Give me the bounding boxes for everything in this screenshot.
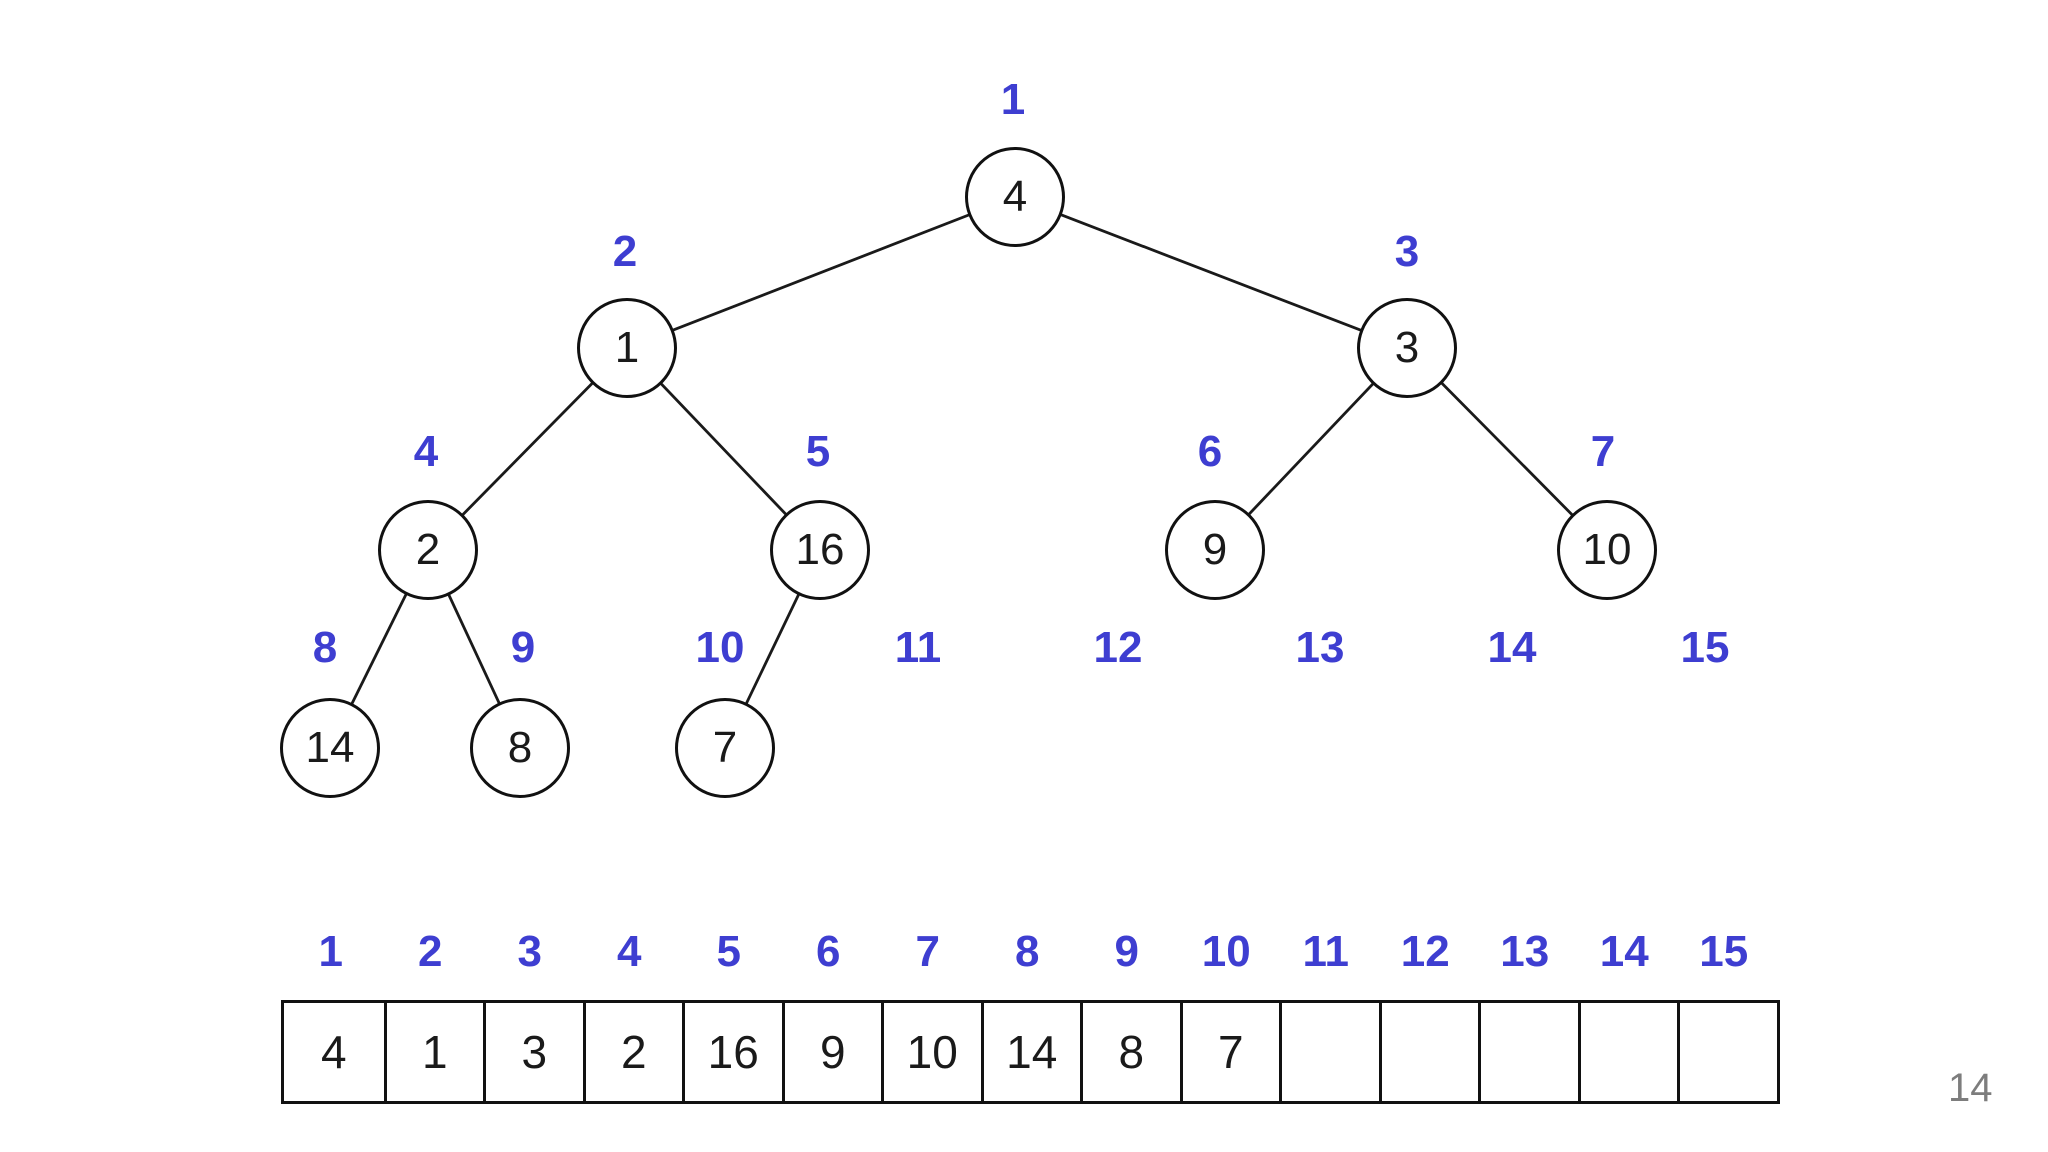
slot-index-label: 2 bbox=[612, 227, 638, 276]
slot-index-label: 6 bbox=[1197, 427, 1223, 476]
slot-index-label: 1 bbox=[1000, 75, 1026, 124]
array-cell: 4 bbox=[284, 1003, 384, 1101]
tree-node: 3 bbox=[1357, 298, 1457, 398]
slot-index-label: 4 bbox=[413, 427, 439, 476]
tree-node: 9 bbox=[1165, 500, 1265, 600]
tree-node: 2 bbox=[378, 500, 478, 600]
array-cell: 1 bbox=[383, 1003, 483, 1101]
array-index-label: 5 bbox=[716, 927, 741, 976]
array-index-row: 1 2 3 4 5 6 7 8 9 10 11 12 13 14 15 bbox=[281, 930, 1780, 974]
slot-index-label: 14 bbox=[1487, 623, 1537, 672]
array-index-label: 6 bbox=[816, 927, 841, 976]
array-cell bbox=[1577, 1003, 1677, 1101]
array-cell: 14 bbox=[980, 1003, 1080, 1101]
array-cell bbox=[1279, 1003, 1379, 1101]
array-cell: 3 bbox=[483, 1003, 583, 1101]
array-cell: 16 bbox=[682, 1003, 782, 1101]
array-index-label: 8 bbox=[1015, 927, 1040, 976]
array-index-label: 15 bbox=[1699, 927, 1749, 976]
tree-node: 16 bbox=[770, 500, 870, 600]
tree-node: 10 bbox=[1557, 500, 1657, 600]
tree-node: 4 bbox=[965, 147, 1065, 247]
heap-array: 1 2 3 4 5 6 7 8 9 10 11 12 13 14 15 4 1 … bbox=[281, 930, 1780, 1104]
slot-index-label: 10 bbox=[695, 623, 745, 672]
array-index-label: 12 bbox=[1400, 927, 1450, 976]
array-index-label: 10 bbox=[1201, 927, 1251, 976]
array-cell: 7 bbox=[1179, 1003, 1279, 1101]
array-index-label: 2 bbox=[418, 927, 443, 976]
tree-node: 1 bbox=[577, 298, 677, 398]
array-index-label: 13 bbox=[1500, 927, 1550, 976]
array-index-label: 11 bbox=[1302, 927, 1349, 976]
slot-index-label: 3 bbox=[1394, 227, 1420, 276]
array-index-label: 14 bbox=[1599, 927, 1649, 976]
array-cell: 2 bbox=[582, 1003, 682, 1101]
array-index-label: 7 bbox=[915, 927, 940, 976]
tree-node: 7 bbox=[675, 698, 775, 798]
slot-index-label: 11 bbox=[894, 623, 942, 672]
array-cell bbox=[1378, 1003, 1478, 1101]
array-cell bbox=[1677, 1003, 1777, 1101]
slot-index-label: 9 bbox=[510, 623, 536, 672]
array-index-label: 1 bbox=[318, 927, 343, 976]
page-number: 14 bbox=[1948, 1066, 1993, 1110]
array-cell: 9 bbox=[781, 1003, 881, 1101]
array-index-label: 4 bbox=[617, 927, 642, 976]
slot-index-label: 5 bbox=[805, 427, 831, 476]
slot-index-label: 8 bbox=[312, 623, 338, 672]
array-index-label: 3 bbox=[517, 927, 542, 976]
array-index-label: 9 bbox=[1114, 927, 1139, 976]
tree-node: 14 bbox=[280, 698, 380, 798]
array-cell bbox=[1478, 1003, 1578, 1101]
array-cell: 10 bbox=[881, 1003, 981, 1101]
slot-index-label: 12 bbox=[1093, 623, 1143, 672]
slot-index-label: 13 bbox=[1295, 623, 1345, 672]
array-cell-row: 4 1 3 2 16 9 10 14 8 7 bbox=[281, 1000, 1780, 1104]
slot-index-label: 15 bbox=[1680, 623, 1730, 672]
tree-node: 8 bbox=[470, 698, 570, 798]
array-cell: 8 bbox=[1080, 1003, 1180, 1101]
slot-index-label: 7 bbox=[1590, 427, 1616, 476]
